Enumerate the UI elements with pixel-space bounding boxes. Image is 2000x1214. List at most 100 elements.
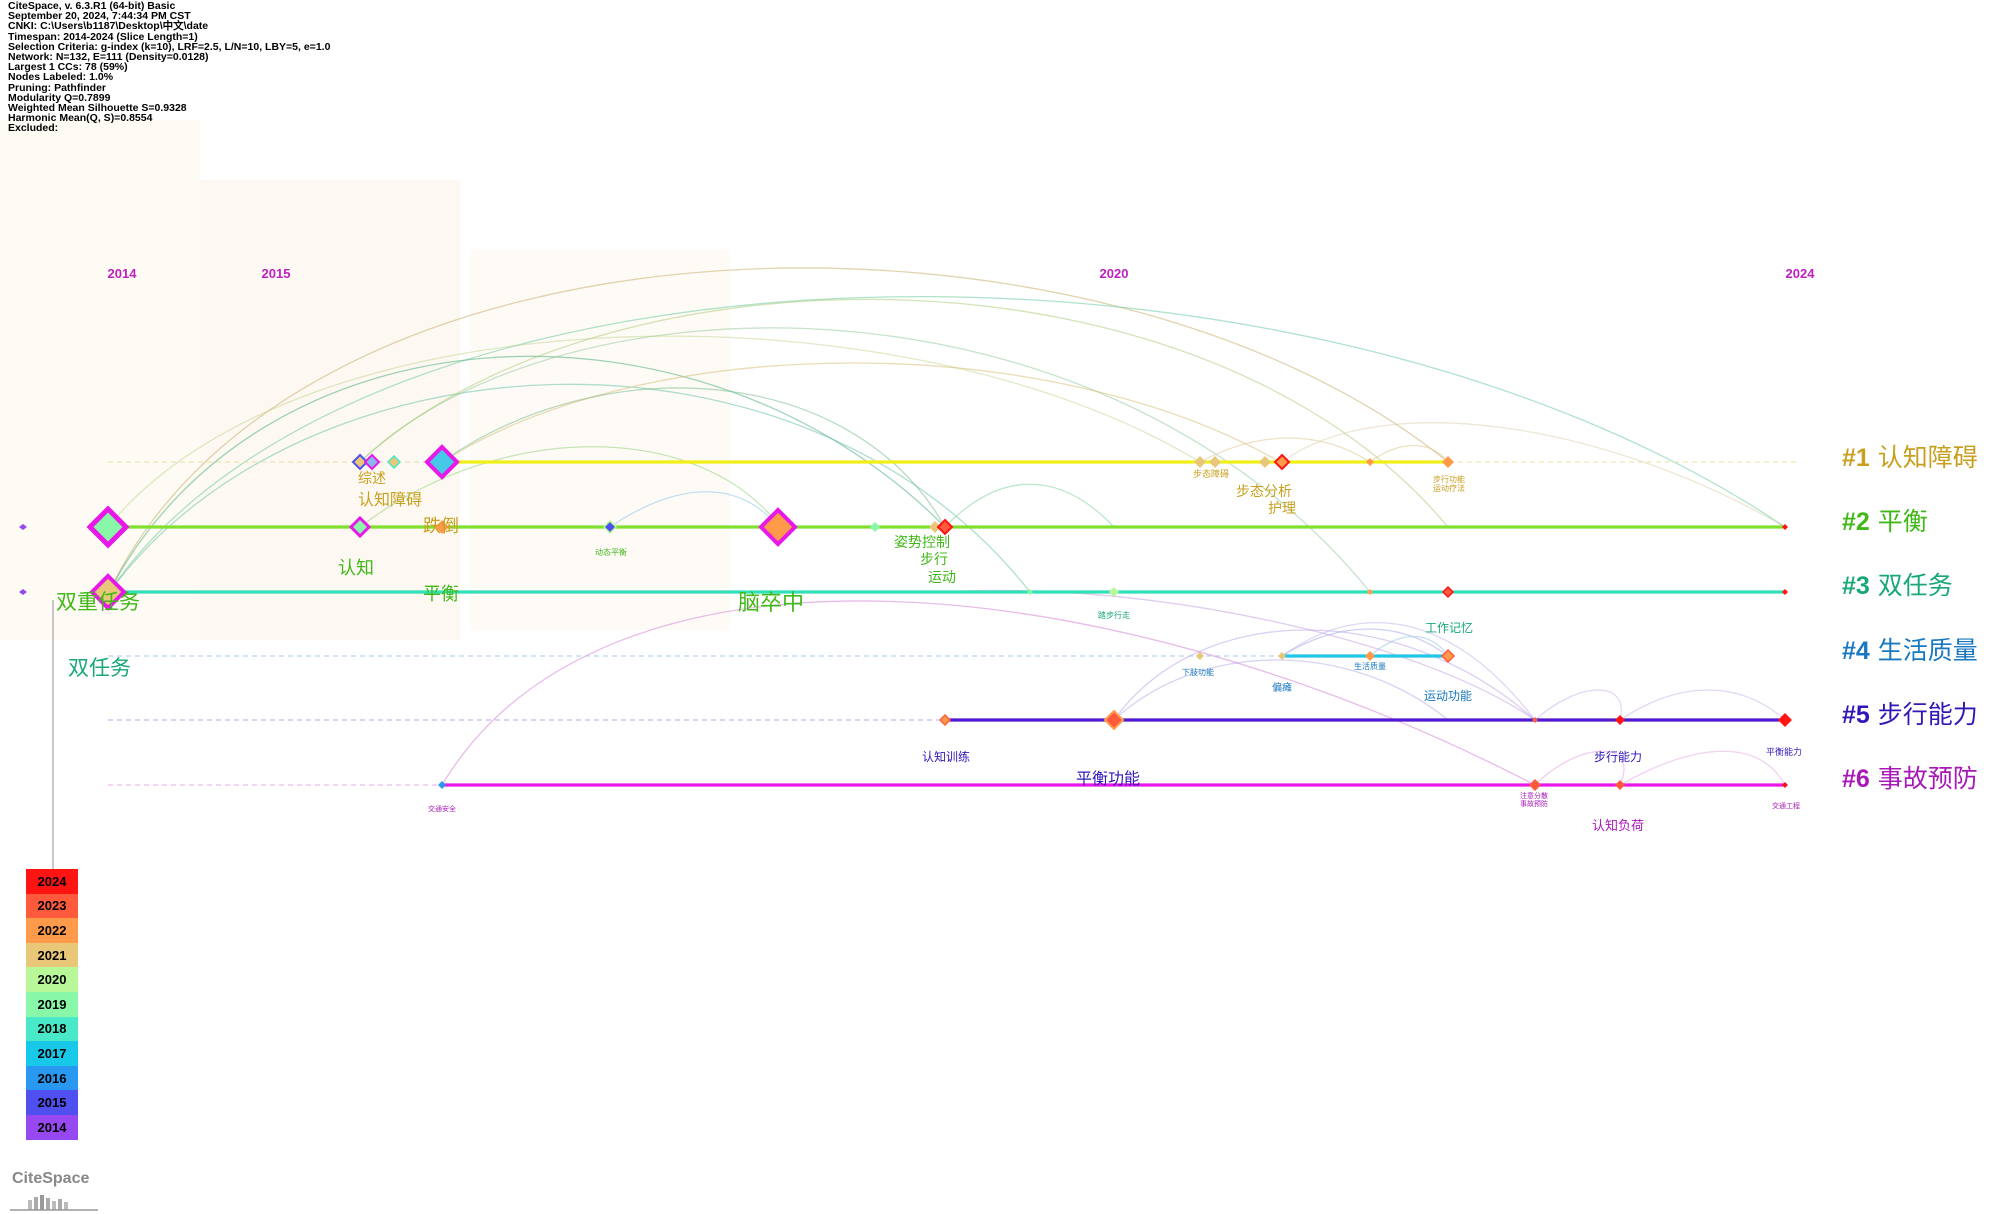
legend-year: 2024 xyxy=(37,873,67,889)
info-line: Excluded: xyxy=(8,122,59,135)
node xyxy=(938,713,952,727)
info-line: Largest 1 CCs: 78 (59%) xyxy=(8,61,128,74)
legend-row-2023: 2023 xyxy=(26,893,78,919)
legend-year: 2020 xyxy=(37,972,67,988)
keyword-label: 事故预防 xyxy=(1520,800,1548,808)
keyword-label: 认知负荷 xyxy=(1592,819,1645,834)
legend-year: 2023 xyxy=(37,898,67,914)
year-label-2014: 2014 xyxy=(107,266,137,281)
node xyxy=(386,454,402,470)
info-line: Weighted Mean Silhouette S=0.9328 xyxy=(8,102,187,115)
cluster-label-3: #3 双任务 xyxy=(1842,566,1953,602)
keyword-label: 平衡 xyxy=(423,584,459,605)
keyword-label: 步行功能 xyxy=(1433,475,1465,484)
keyword-label: 偏瘫 xyxy=(1272,683,1292,694)
node xyxy=(1278,652,1286,660)
keyword-label: 平衡功能 xyxy=(1076,769,1141,788)
cluster-label-1: #1 认知障碍 xyxy=(1842,438,1978,474)
legend-year: 2015 xyxy=(37,1095,67,1111)
info-line: Network: N=132, E=111 (Density=0.0128) xyxy=(8,51,209,64)
keyword-label: 步态障碍 xyxy=(1193,470,1230,480)
cluster-number: #5 xyxy=(1842,701,1870,729)
cluster-number: #2 xyxy=(1842,508,1870,536)
keyword-label: 注意分散 xyxy=(1520,792,1548,800)
keyword-nodes xyxy=(19,444,1792,791)
info-line: Pruning: Pathfinder xyxy=(8,81,106,94)
keyword-label: 双任务 xyxy=(68,656,131,680)
node xyxy=(363,453,381,471)
legend-year: 2021 xyxy=(37,947,67,963)
node xyxy=(1103,709,1125,731)
node xyxy=(1615,715,1625,725)
node xyxy=(19,589,27,595)
legend-row-2016: 2016 xyxy=(26,1065,78,1091)
cluster-label-6: #6 事故预防 xyxy=(1842,759,1978,795)
legend-row-2020: 2020 xyxy=(26,967,78,992)
keyword-label: 平衡能力 xyxy=(1766,748,1803,758)
keyword-label: 生活质量 xyxy=(1354,662,1386,671)
node xyxy=(758,507,798,547)
keyword-label: 运动功能 xyxy=(1424,689,1473,703)
cluster-name: 生活质量 xyxy=(1877,636,1978,665)
node xyxy=(1367,589,1373,595)
legend-year: 2022 xyxy=(37,922,67,938)
node xyxy=(435,520,449,534)
node xyxy=(936,518,954,536)
citation-arcs xyxy=(107,267,1786,786)
legend-year: 2014 xyxy=(37,1119,67,1135)
legend-row-2015: 2015 xyxy=(26,1090,78,1115)
legend-row-2019: 2019 xyxy=(26,991,78,1017)
cluster-name: 认知障碍 xyxy=(1877,443,1978,472)
info-line: Modularity Q=0.7899 xyxy=(8,91,111,104)
node xyxy=(1778,713,1792,727)
node xyxy=(1209,456,1221,468)
legend-row-2014: 2014 xyxy=(26,1114,78,1140)
legend-year: 2016 xyxy=(37,1070,67,1086)
keyword-label: 交通工程 xyxy=(1772,802,1800,810)
keyword-label: 认知 xyxy=(338,558,374,579)
info-line: CNKI: C:\Users\b1187\Desktop\中文\date xyxy=(8,20,209,33)
node xyxy=(1440,648,1456,664)
node xyxy=(89,573,127,611)
keyword-label: 运动疗法 xyxy=(1433,484,1465,493)
cluster-name: 双任务 xyxy=(1877,571,1953,600)
node xyxy=(1259,456,1271,468)
keyword-label: 步行 xyxy=(920,552,948,568)
year-label-2015: 2015 xyxy=(261,266,291,281)
cluster-label-2: #2 平衡 xyxy=(1842,502,1928,538)
node xyxy=(1196,652,1204,660)
node xyxy=(438,781,446,789)
logo-graphic xyxy=(10,1195,98,1211)
cluster-name: 平衡 xyxy=(1877,507,1928,536)
year-color-legend: 2024 2023 2022 2021 2020 2019 2018 2017 … xyxy=(26,869,78,1140)
node xyxy=(1532,717,1538,723)
keyword-label: 双重任务 xyxy=(56,590,140,614)
cluster-guides xyxy=(108,461,1800,786)
year-label-2024: 2024 xyxy=(1785,266,1815,281)
cluster-number: #1 xyxy=(1842,444,1870,472)
keyword-label: 护理 xyxy=(1268,501,1296,517)
cluster-number: #3 xyxy=(1842,572,1870,600)
node xyxy=(1782,782,1788,788)
legend-row-2021: 2021 xyxy=(26,942,78,968)
node xyxy=(870,522,880,532)
node xyxy=(1366,458,1374,466)
cluster-number: #6 xyxy=(1842,765,1870,793)
legend-row-2022: 2022 xyxy=(26,918,78,943)
legend-year: 2018 xyxy=(37,1021,67,1037)
cluster-name: 事故预防 xyxy=(1877,764,1978,793)
cluster-number: #4 xyxy=(1842,637,1870,665)
node xyxy=(351,453,369,471)
cluster-label-5: #5 步行能力 xyxy=(1842,695,1978,731)
node xyxy=(1109,587,1119,597)
legend-row-2018: 2018 xyxy=(26,1016,78,1042)
keyword-label: 认知障碍 xyxy=(358,490,423,509)
node xyxy=(1442,456,1454,468)
keyword-label: 运动 xyxy=(928,570,956,586)
legend-year: 2019 xyxy=(37,996,67,1012)
keyword-label: 动态平衡 xyxy=(595,548,627,557)
keyword-label: 脑卒中 xyxy=(738,591,805,616)
info-line: Selection Criteria: g-index (k=10), LRF=… xyxy=(8,40,331,53)
legend-row-2024: 2024 xyxy=(26,869,78,894)
